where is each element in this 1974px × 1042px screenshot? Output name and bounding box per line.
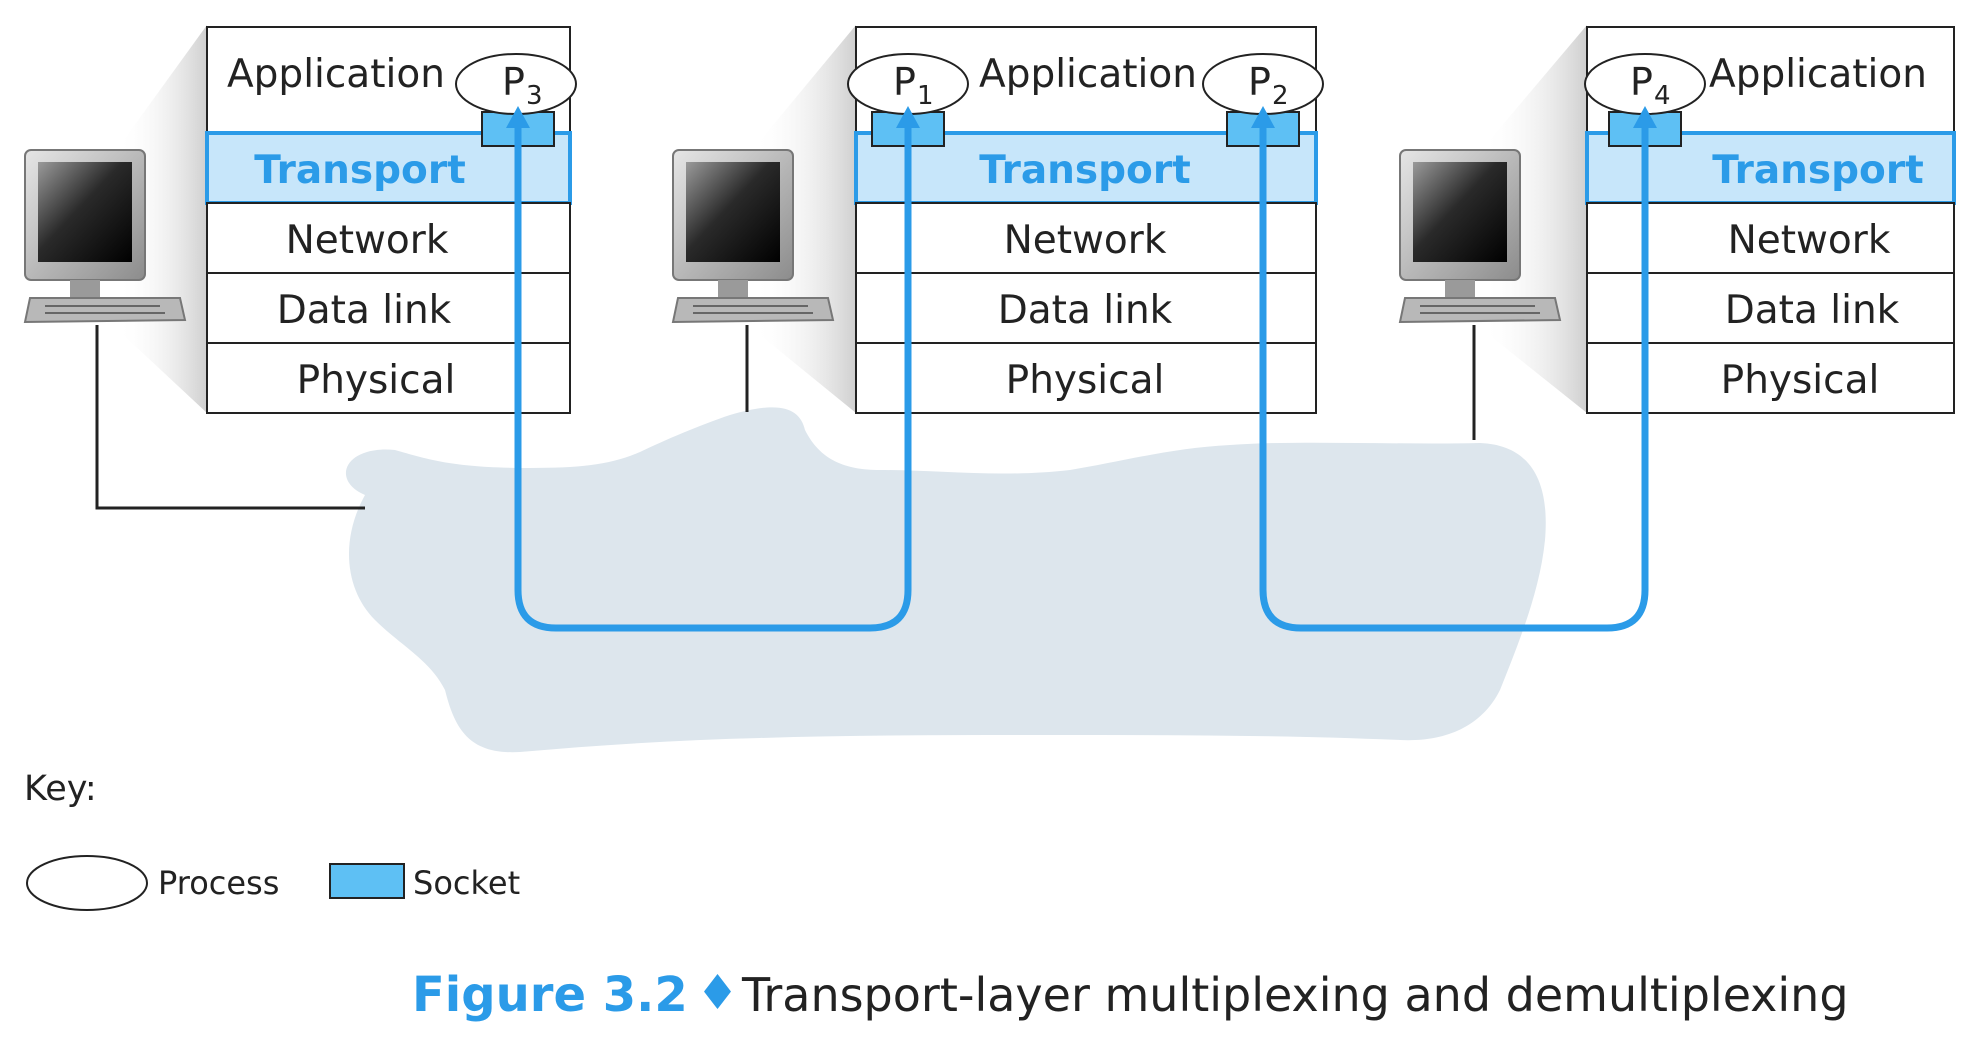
host-right: Application Transport Network Data link … <box>1398 25 1956 414</box>
key-title: Key: <box>24 769 97 809</box>
arrow-up-icon <box>1251 106 1275 128</box>
application-layer-label: Application <box>227 52 445 97</box>
host-left: Application Transport Network Data link … <box>23 25 577 414</box>
process-subscript: 4 <box>1654 81 1671 111</box>
arrow-up-icon <box>506 106 530 128</box>
network-layer-label: Network <box>286 218 449 263</box>
application-layer-label: Application <box>1709 52 1927 97</box>
path-p3-p1 <box>514 112 912 632</box>
key-socket-label: Socket <box>413 864 520 902</box>
computer-icon <box>1398 149 1562 324</box>
process-label: P <box>1248 60 1271 104</box>
application-layer-label: Application <box>979 52 1197 97</box>
network-cables <box>95 325 1476 510</box>
process-subscript: 3 <box>526 81 543 111</box>
path-p2-p4 <box>1259 112 1649 632</box>
caption-text: Transport-layer multiplexing and demulti… <box>741 968 1849 1022</box>
physical-layer-label: Physical <box>297 358 456 403</box>
process-subscript: 1 <box>917 81 934 111</box>
transport-layer-label: Transport <box>254 148 465 193</box>
socket-box-icon <box>329 863 405 899</box>
process-ellipse-icon <box>26 855 148 911</box>
process-label: P <box>502 60 525 104</box>
computer-icon <box>23 149 187 324</box>
caption-figure-number: Figure 3.2 <box>412 967 688 1023</box>
host-middle: Application Transport Network Data link … <box>671 25 1324 414</box>
arrow-up-icon <box>1633 106 1657 128</box>
process-subscript: 2 <box>1272 81 1289 111</box>
network-layer-label: Network <box>1728 218 1891 263</box>
key-process-label: Process <box>158 864 279 902</box>
demux-paths <box>514 112 1649 632</box>
figure-caption: Figure 3.2 ♦ Transport-layer multiplexin… <box>412 965 1849 1023</box>
legend: Key: Process Socket <box>24 769 520 911</box>
transport-layer-label: Transport <box>979 148 1190 193</box>
arrow-up-icon <box>896 106 920 128</box>
caption-separator: ♦ <box>696 965 739 1021</box>
data-link-layer-label: Data link <box>1725 288 1900 333</box>
process-label: P <box>1630 60 1653 104</box>
transport-layer-label: Transport <box>1712 148 1923 193</box>
arrow-heads <box>506 106 1657 128</box>
computer-icon <box>671 149 835 324</box>
data-link-layer-label: Data link <box>998 288 1173 333</box>
network-layer-label: Network <box>1004 218 1167 263</box>
physical-layer-label: Physical <box>1721 358 1880 403</box>
data-link-layer-label: Data link <box>277 288 452 333</box>
process-label: P <box>893 60 916 104</box>
physical-layer-label: Physical <box>1006 358 1165 403</box>
network-cloud-icon <box>345 407 1546 753</box>
